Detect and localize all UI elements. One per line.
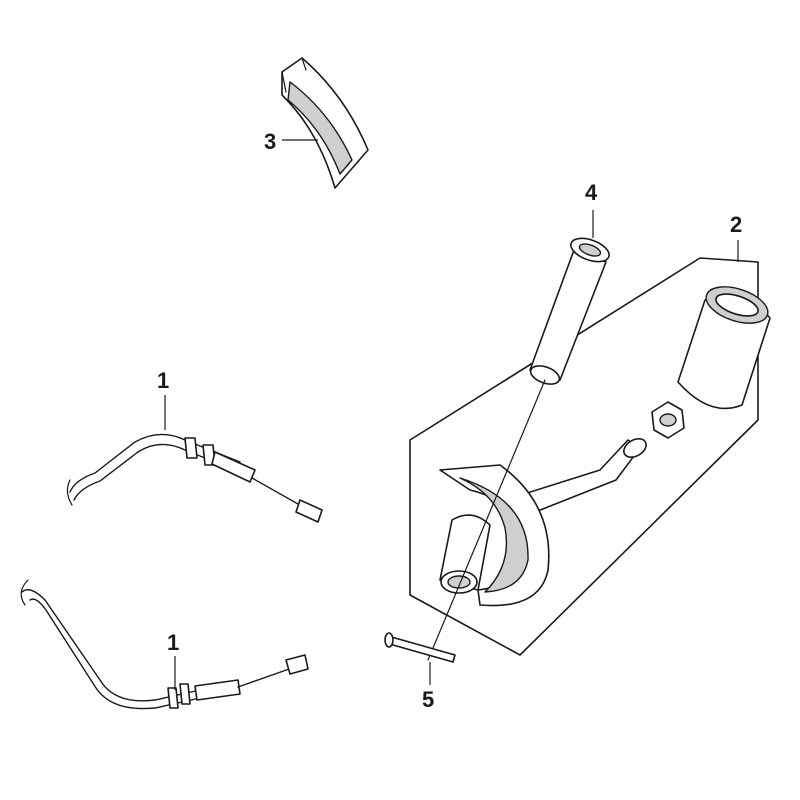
callout-1-bottom: 1 <box>167 630 179 690</box>
alignment-line <box>427 379 546 661</box>
callout-number-4: 4 <box>585 180 598 205</box>
callout-4: 4 <box>585 180 598 238</box>
throttle-tube-part[interactable] <box>528 234 612 388</box>
callout-number-2: 2 <box>730 212 742 237</box>
callout-3: 3 <box>264 129 318 154</box>
callout-1-top: 1 <box>157 368 169 430</box>
callout-number-1-bottom: 1 <box>167 630 179 655</box>
callout-2: 2 <box>730 212 742 262</box>
throttle-cable-bottom[interactable] <box>20 579 309 710</box>
pin-part[interactable] <box>384 632 456 663</box>
throttle-cable-top[interactable] <box>66 433 323 523</box>
callout-number-3: 3 <box>264 129 276 154</box>
throttle-housing-panel[interactable] <box>409 257 759 656</box>
callout-number-5: 5 <box>422 687 434 712</box>
callout-5: 5 <box>422 662 434 712</box>
throttle-body <box>439 438 647 607</box>
callout-number-1-top: 1 <box>157 368 169 393</box>
grip-cover-part[interactable] <box>281 57 369 189</box>
hex-nut <box>651 401 685 439</box>
throttle-cone <box>677 286 771 410</box>
